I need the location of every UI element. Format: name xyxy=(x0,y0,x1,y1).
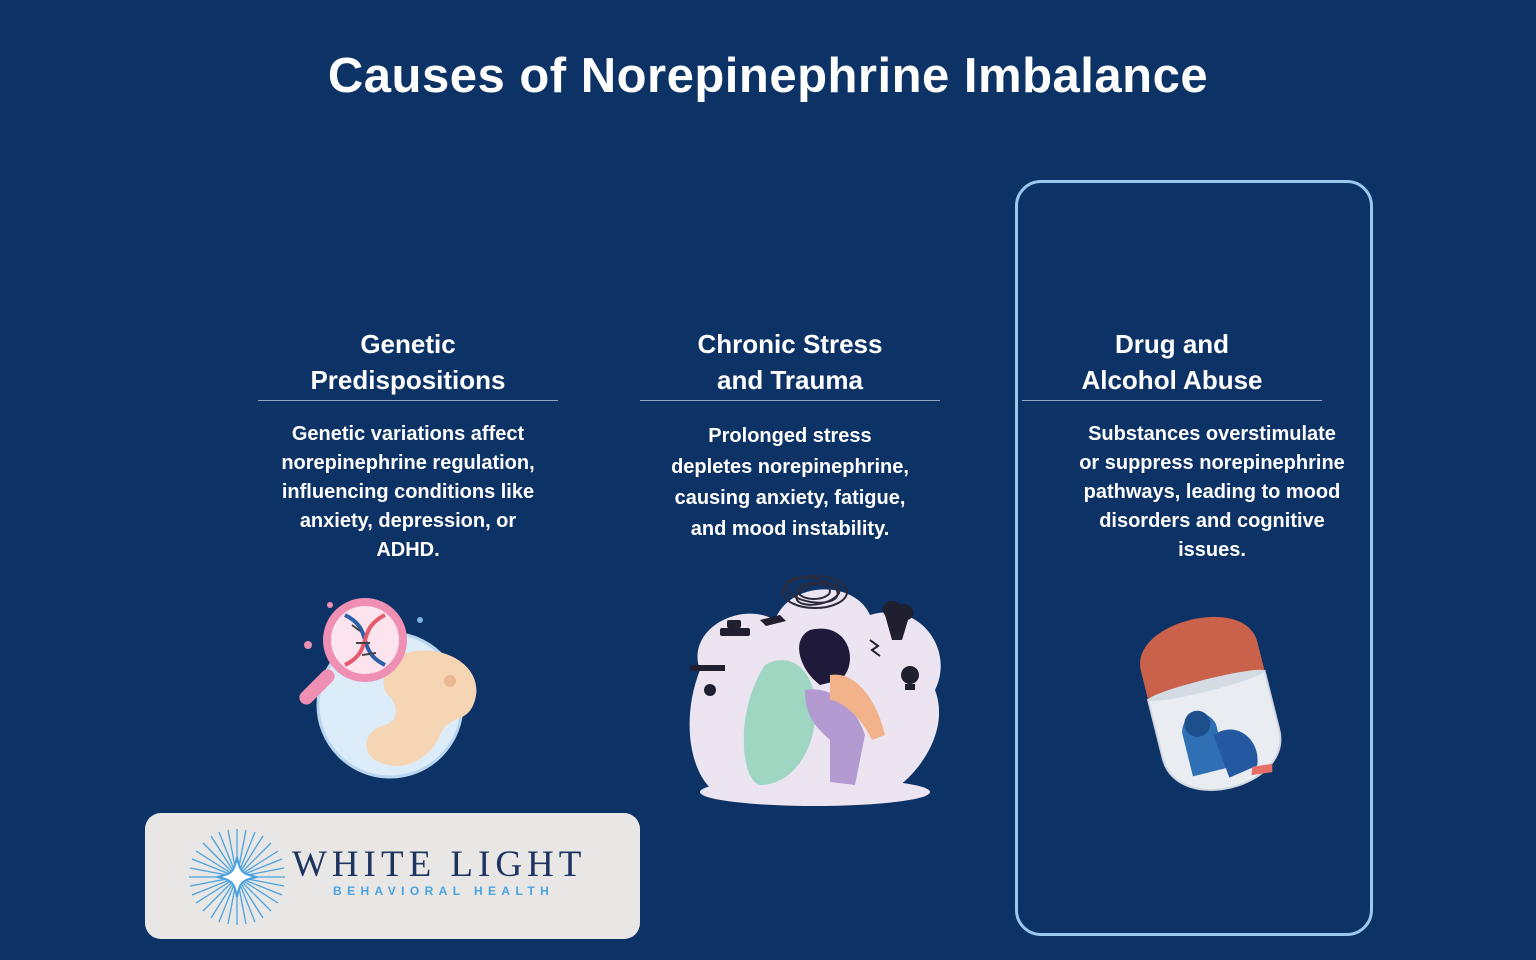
heading-line: and Trauma xyxy=(717,365,863,395)
page-title: Causes of Norepinephrine Imbalance xyxy=(327,49,1209,103)
description-line: depletes norepinephrine, xyxy=(671,456,909,478)
description-line: causing anxiety, fatigue, xyxy=(674,487,906,509)
description-line: ADHD. xyxy=(376,539,440,561)
description-line: pathways, leading to mood xyxy=(1083,481,1341,503)
description-line: issues. xyxy=(1178,539,1246,561)
highlight-frame xyxy=(1015,180,1373,936)
description-line: Genetic variations affect xyxy=(291,423,525,445)
heading-line: Genetic xyxy=(360,329,456,359)
heading-line: Predispositions xyxy=(310,365,506,395)
description-line: anxiety, depression, or xyxy=(299,510,517,532)
cause-heading: Drug and Alcohol Abuse xyxy=(1022,326,1322,401)
cause-description: Substances overstimulate or suppress nor… xyxy=(1062,420,1362,565)
description-line: norepinephrine regulation, xyxy=(281,452,535,474)
description-line: or suppress norepinephrine xyxy=(1079,452,1345,474)
brand-logo-card: WHITE LIGHT BEHAVIORAL HEALTH xyxy=(145,813,640,939)
heading-line: Chronic Stress xyxy=(697,329,883,359)
stressed-person-icon xyxy=(689,575,941,806)
description-line: Prolonged stress xyxy=(708,425,872,447)
cause-description: Genetic variations affect norepinephrine… xyxy=(263,420,553,565)
description-line: influencing conditions like xyxy=(281,481,535,503)
cause-heading: Chronic Stress and Trauma xyxy=(640,326,940,401)
heading-line: Alcohol Abuse xyxy=(1081,365,1263,395)
person-in-pill-icon xyxy=(1140,617,1282,791)
dna-magnifier-fetus-icon xyxy=(299,598,477,779)
description-line: and mood instability. xyxy=(690,518,890,540)
brand-subtitle: BEHAVIORAL HEALTH xyxy=(333,884,555,898)
description-line: Substances overstimulate xyxy=(1088,423,1336,445)
starburst-icon xyxy=(189,829,285,925)
brand-name: WHITE LIGHT xyxy=(292,844,587,885)
cause-description: Prolonged stress depletes norepinephrine… xyxy=(645,421,935,545)
heading-line: Drug and xyxy=(1114,329,1230,359)
description-line: disorders and cognitive xyxy=(1099,510,1325,532)
cause-heading: Genetic Predispositions xyxy=(258,326,558,401)
